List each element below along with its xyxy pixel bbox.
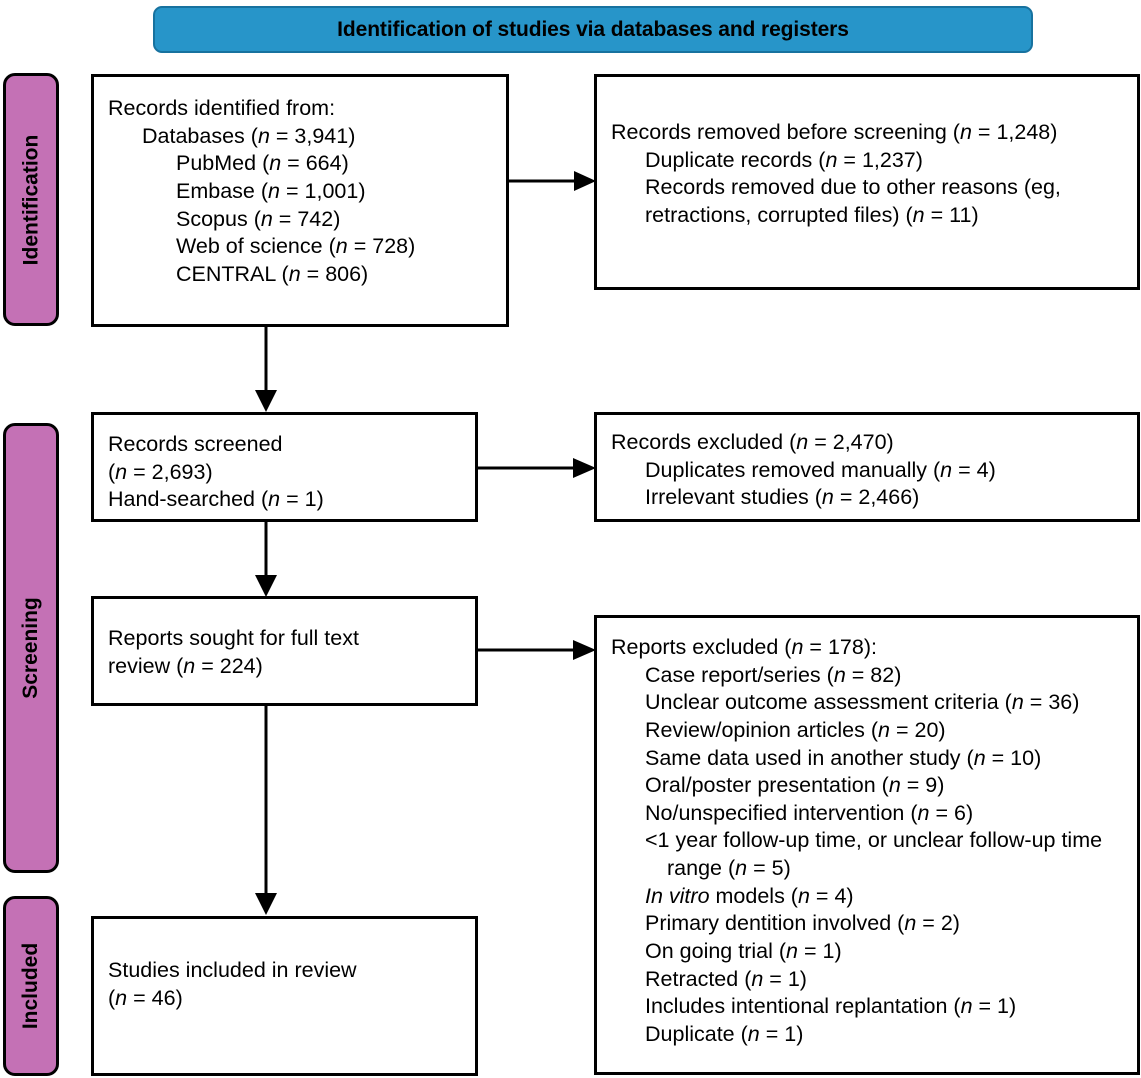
arrow-screened-to-excluded (477, 455, 598, 481)
stage-pill-identification: Identification (3, 73, 59, 326)
reports-excluded-title: Reports excluded (n = 178): (611, 635, 877, 659)
reports-excluded-item: Case report/series (n = 82) (645, 662, 902, 687)
records-removed-item: Duplicate records (n = 1,237) (645, 147, 923, 172)
reports-excluded-item: On going trial (n = 1) (645, 938, 842, 963)
reports-excluded-box: Reports excluded (n = 178): Case report/… (594, 615, 1140, 1075)
records-excluded-item: Duplicates removed manually (n = 4) (645, 457, 996, 482)
records-identified-title: Records identified from: (108, 96, 336, 120)
records-identified-source: PubMed (n = 664) (176, 151, 349, 176)
records-identified-box: Records identified from: Databases (n = … (91, 74, 509, 327)
arrow-sought-to-reports-excluded (477, 637, 598, 663)
records-identified-source: Embase (n = 1,001) (176, 178, 366, 203)
reports-excluded-item-emphasis: In vitro (645, 883, 710, 908)
records-identified-source: Scopus (n = 742) (176, 206, 341, 231)
records-identified-source: CENTRAL (n = 806) (176, 261, 369, 286)
records-screened-box: Records screened (n = 2,693) Hand-search… (91, 412, 478, 522)
arrow-identified-to-screened (252, 327, 280, 413)
reports-excluded-item: In vitro models (n = 4) (645, 883, 854, 908)
reports-excluded-item: Oral/poster presentation (n = 9) (645, 773, 945, 798)
records-screened-line: Hand-searched (n = 1) (108, 487, 324, 512)
stage-label-included: Included (19, 942, 42, 1030)
diagram-title: Identification of studies via databases … (337, 17, 849, 41)
reports-sought-line: review (n = 224) (108, 653, 263, 678)
stage-label-identification: Identification (19, 134, 43, 265)
reports-sought-box: Reports sought for full text review (n =… (91, 596, 478, 706)
reports-excluded-item: No/unspecified intervention (n = 6) (645, 800, 974, 825)
reports-excluded-list: Case report/series (n = 82) Unclear outco… (611, 662, 1125, 1049)
reports-excluded-item: Duplicate (n = 1) (645, 1021, 804, 1046)
reports-excluded-item: Includes intentional replantation (n = 1… (645, 994, 1017, 1019)
records-screened-line: Records screened (108, 432, 283, 456)
stage-pill-included: Included (3, 896, 59, 1076)
records-removed-title: Records removed before screening (n = 1,… (611, 120, 1058, 144)
stage-label-screening: Screening (19, 597, 43, 699)
records-excluded-title: Records excluded (n = 2,470) (611, 430, 894, 454)
reports-excluded-item: Retracted (n = 1) (645, 966, 807, 991)
reports-excluded-item: Same data used in another study (n = 10) (645, 745, 1042, 770)
reports-excluded-item: <1 year follow-up time, or unclear follo… (645, 828, 1109, 880)
stage-pill-screening: Screening (3, 423, 59, 873)
records-removed-item: Records removed due to other reasons (eg… (645, 175, 1067, 227)
studies-included-line: Studies included in review (108, 958, 357, 982)
records-removed-box: Records removed before screening (n = 1,… (594, 74, 1140, 290)
arrow-sought-to-included (252, 706, 280, 916)
studies-included-line: (n = 46) (108, 985, 183, 1010)
reports-excluded-item: Review/opinion articles (n = 20) (645, 717, 946, 742)
records-identified-databases: Databases (n = 3,941) (142, 123, 356, 148)
reports-sought-line: Reports sought for full text (108, 626, 359, 650)
reports-excluded-item: Primary dentition involved (n = 2) (645, 911, 960, 936)
records-identified-source: Web of science (n = 728) (176, 234, 416, 259)
studies-included-box: Studies included in review (n = 46) (91, 916, 478, 1076)
reports-excluded-item: Unclear outcome assessment criteria (n =… (645, 690, 1080, 715)
arrow-screened-to-sought (252, 522, 280, 598)
records-excluded-box: Records excluded (n = 2,470) Duplicates … (594, 412, 1140, 522)
diagram-header-banner: Identification of studies via databases … (153, 6, 1033, 53)
records-screened-line: (n = 2,693) (108, 459, 213, 484)
arrow-identified-to-removed (508, 168, 598, 194)
records-excluded-item: Irrelevant studies (n = 2,466) (645, 485, 920, 510)
